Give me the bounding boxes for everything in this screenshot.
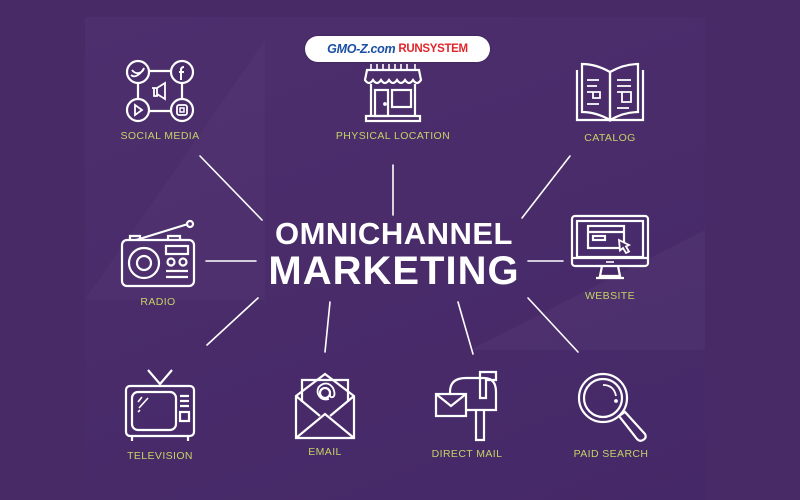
title-line-1: OMNICHANNEL	[275, 216, 513, 251]
logo-runsystem-text: RUNSYSTEM	[398, 43, 468, 55]
channel-physical-location: PHYSICAL LOCATION	[330, 62, 456, 142]
channel-label: CATALOG	[584, 132, 636, 144]
channel-direct-mail: DIRECT MAIL	[420, 368, 514, 460]
channel-label: PAID SEARCH	[573, 448, 649, 460]
brand-logo: GMO-Z.com RUNSYSTEM	[305, 36, 490, 62]
channel-label: EMAIL	[308, 446, 342, 458]
social-media-icon	[125, 59, 195, 123]
radio-icon	[120, 219, 196, 288]
open-book-icon	[575, 62, 645, 122]
channel-television: TELEVISION	[105, 368, 215, 462]
channel-radio: RADIO	[110, 218, 206, 308]
channel-label: TELEVISION	[127, 450, 193, 462]
channel-website: WEBSITE	[560, 214, 660, 302]
mailbox-icon	[434, 370, 498, 442]
desktop-monitor-icon	[570, 214, 650, 280]
magnifier-icon	[577, 372, 647, 442]
tv-icon	[124, 369, 196, 441]
channel-social-media: SOCIAL MEDIA	[100, 58, 220, 142]
channel-paid-search: PAID SEARCH	[555, 370, 667, 460]
channel-label: SOCIAL MEDIA	[120, 130, 200, 142]
channel-catalog: CATALOG	[555, 60, 665, 144]
storefront-icon	[363, 64, 423, 123]
title-line-2: MARKETING	[268, 249, 520, 293]
channel-label: RADIO	[140, 296, 176, 308]
logo-gmo-text: GMO-Z.com	[327, 42, 396, 56]
envelope-at-icon	[294, 372, 356, 440]
center-title: OMNICHANNEL MARKETING	[258, 216, 530, 293]
channel-email: EMAIL	[280, 370, 370, 458]
channel-label: WEBSITE	[584, 290, 636, 302]
channel-label: DIRECT MAIL	[431, 448, 503, 460]
channel-label: PHYSICAL LOCATION	[335, 130, 451, 142]
